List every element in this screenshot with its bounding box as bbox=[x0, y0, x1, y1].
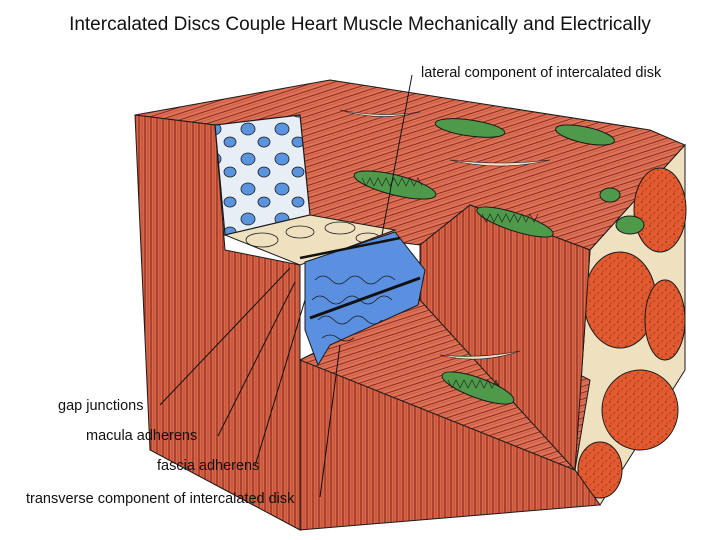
interfiber-gaps bbox=[339, 109, 551, 360]
leader-lines bbox=[159, 74, 413, 498]
disk-upper-bar bbox=[299, 236, 401, 260]
mitochondria bbox=[353, 118, 645, 405]
cutaway-panel bbox=[214, 114, 311, 236]
slide-title: Intercalated Discs Couple Heart Muscle M… bbox=[69, 14, 651, 35]
label-macula-adherens: macula adherens bbox=[86, 428, 198, 444]
label-gap-junctions: gap junctions bbox=[58, 398, 144, 414]
label-transverse-component: transverse component of intercalated dis… bbox=[26, 491, 295, 507]
disk-junction-bar bbox=[309, 276, 421, 320]
muscle-fiber-cross-sections bbox=[577, 167, 687, 499]
label-fascia-adherens: fascia adherens bbox=[157, 458, 260, 474]
disk-squiggles bbox=[311, 275, 396, 342]
label-lateral-component: lateral component of intercalated disk bbox=[421, 65, 662, 81]
cytoplasm-ledge bbox=[223, 214, 397, 266]
